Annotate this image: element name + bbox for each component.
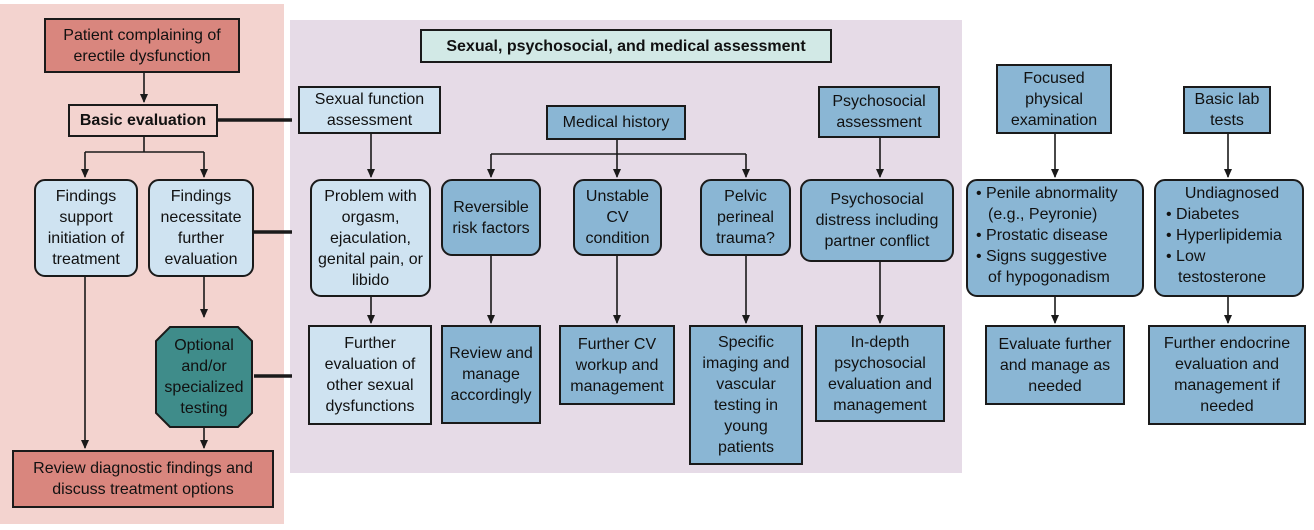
patient-complaint-box: Patient complaining of erectile dysfunct… <box>44 18 240 73</box>
lab-finding-heading: Undiagnosed <box>1184 185 1280 202</box>
lab-finding-1: • Diabetes <box>1166 206 1240 223</box>
lab-finding-2: • Hyperlipidemia <box>1166 227 1282 244</box>
exam-finding-2: • Prostatic disease <box>976 227 1108 244</box>
lab-finding-3: • Low <box>1166 248 1206 265</box>
further-endocrine-box: Further endocrine evaluation and managem… <box>1148 325 1306 425</box>
reversible-risk-box: Reversible risk factors <box>441 179 541 256</box>
psychosocial-distress-box: Psychosocial distress including partner … <box>800 179 954 262</box>
medical-history-box: Medical history <box>546 105 686 140</box>
unstable-cv-box: Unstable CV condition <box>573 179 662 256</box>
lab-findings-box: Undiagnosed • Diabetes • Hyperlipidemia … <box>1154 179 1304 297</box>
indepth-psychosocial-box: In-depth psychosocial evaluation and man… <box>815 325 945 422</box>
review-manage-box: Review and manage accordingly <box>441 325 541 424</box>
assessment-header: Sexual, psychosocial, and medical assess… <box>420 29 832 63</box>
further-cv-box: Further CV workup and management <box>559 325 675 405</box>
exam-finding-3b: of hypogonadism <box>988 269 1110 286</box>
review-findings-box: Review diagnostic findings and discuss t… <box>12 450 274 508</box>
exam-finding-3: • Signs suggestive <box>976 248 1108 265</box>
psychosocial-assessment-box: Psychosocial assessment <box>818 86 940 138</box>
exam-findings-box: • Penile abnormality (e.g., Peyronie) • … <box>966 179 1144 297</box>
lab-finding-3b: testosterone <box>1178 269 1267 286</box>
findings-support-box: Findings support initiation of treatment <box>34 179 138 277</box>
exam-finding-1b: (e.g., Peyronie) <box>988 206 1098 223</box>
focused-exam-box: Focused physical examination <box>996 64 1112 134</box>
specific-imaging-box: Specific imaging and vascular testing in… <box>689 325 803 465</box>
sexual-function-box: Sexual function assessment <box>298 86 441 134</box>
further-eval-sexual-box: Further evaluation of other sexual dysfu… <box>308 325 432 425</box>
findings-necessitate-box: Findings necessitate further evaluation <box>148 179 254 277</box>
basic-lab-box: Basic lab tests <box>1183 86 1271 134</box>
evaluate-further-box: Evaluate further and manage as needed <box>985 325 1125 405</box>
problem-with-box: Problem with orgasm, ejaculation, genita… <box>310 179 431 297</box>
optional-testing-label: Optional and/or specialized testing <box>164 337 244 417</box>
pelvic-trauma-box: Pelvic perineal trauma? <box>700 179 791 256</box>
exam-finding-1: • Penile abnormality <box>976 185 1118 202</box>
basic-evaluation-box: Basic evaluation <box>68 104 218 137</box>
optional-testing-octagon <box>155 326 253 428</box>
